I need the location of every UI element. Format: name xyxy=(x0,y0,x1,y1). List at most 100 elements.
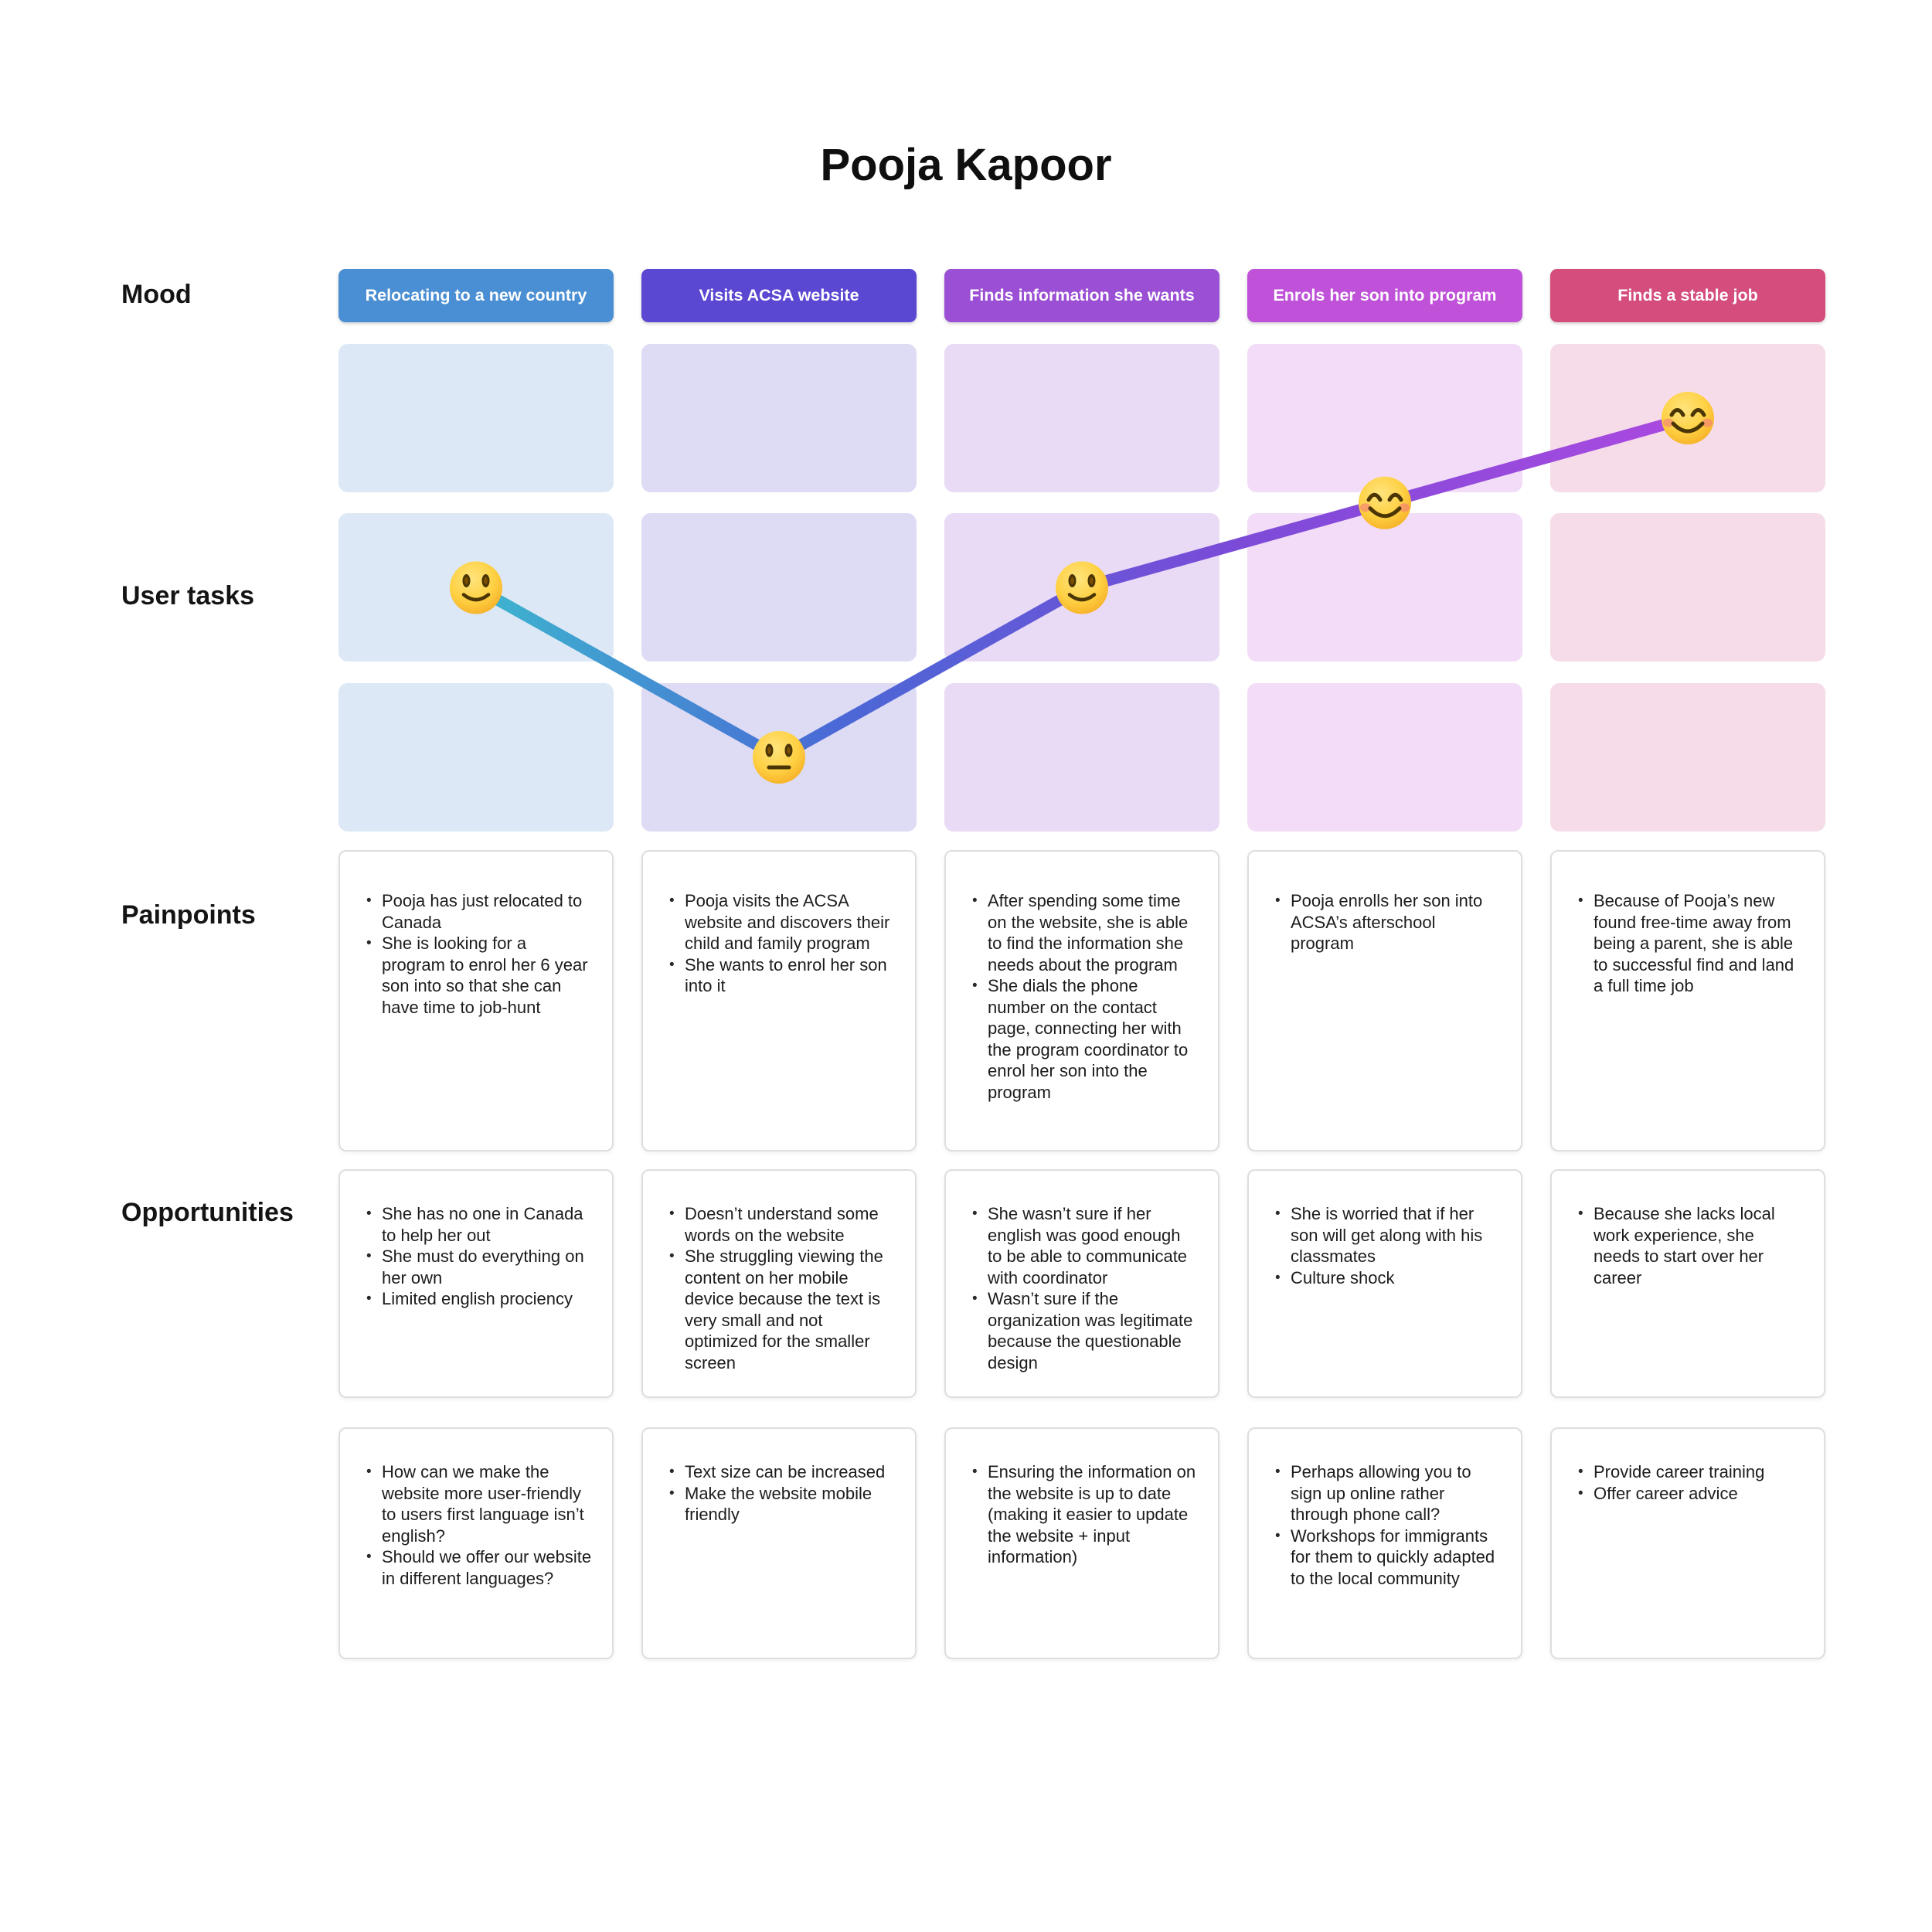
bullet-dot: • xyxy=(972,1206,978,1222)
bullet-dot: • xyxy=(669,1485,675,1502)
journey-card: •After spending some time on the website… xyxy=(944,850,1219,1151)
bullet-dot: • xyxy=(1578,1206,1583,1222)
card-bullet: • Pooja visits the ACSA website and disco… xyxy=(669,890,895,954)
card-bullet: • Workshops for immigrants for them to qu… xyxy=(1275,1526,1501,1590)
card-bullet: • She is worried that if her son will get… xyxy=(1275,1203,1501,1267)
row-label-user-tasks: User tasks xyxy=(121,581,255,611)
mood-grid-cell xyxy=(641,683,917,832)
mood-grid-cell xyxy=(944,513,1219,662)
bullet-dot: • xyxy=(1275,893,1281,909)
bullet-text: Workshops for immigrants for them to qui… xyxy=(1291,1526,1495,1588)
bullet-dot: • xyxy=(669,1464,675,1480)
journey-card: •Provide career training • Offer career ad… xyxy=(1550,1427,1825,1659)
bullet-dot: • xyxy=(366,1206,372,1222)
bullet-dot: • xyxy=(366,893,372,909)
card-bullet: •She must do everything on her own xyxy=(366,1246,592,1288)
stage-header-pill: Finds a stable job xyxy=(1550,269,1825,322)
journey-card: • She is worried that if her son will get… xyxy=(1247,1169,1522,1398)
bullet-text: Pooja visits the ACSA website and discov… xyxy=(685,891,890,953)
card-bullet: •Provide career training xyxy=(1578,1461,1804,1483)
bullet-text: Wasn’t sure if the organization was legi… xyxy=(988,1289,1193,1372)
bullet-text: Text size can be increased xyxy=(685,1462,886,1481)
journey-card: •She wasn’t sure if her english was good… xyxy=(944,1169,1219,1398)
journey-card: • How can we make the website more user-f… xyxy=(338,1427,614,1659)
bullet-text: How can we make the website more user-fr… xyxy=(382,1462,584,1546)
bullet-text: She is worried that if her son will get … xyxy=(1291,1204,1483,1266)
bullet-text: Doesn’t understand some words on the web… xyxy=(685,1204,879,1245)
bullet-text: Provide career training xyxy=(1594,1462,1765,1481)
card-bullet: • Text size can be increased xyxy=(669,1461,895,1483)
bullet-dot: • xyxy=(1578,1485,1583,1502)
bullet-text: Pooja enrolls her son into ACSA’s afters… xyxy=(1291,891,1483,953)
mood-grid-cell xyxy=(1550,683,1825,832)
mood-grid-cell xyxy=(1550,513,1825,662)
bullet-text: She is looking for a program to enrol he… xyxy=(382,934,588,1017)
journey-card: •Because of Pooja’s new found free-time … xyxy=(1550,850,1825,1151)
mood-grid-cell xyxy=(1247,513,1522,662)
card-bullet: • Doesn’t understand some words on the we… xyxy=(669,1203,895,1246)
row-label-opportunities: Opportunities xyxy=(121,1198,294,1227)
mood-grid-cell xyxy=(338,513,614,662)
card-bullet: •She wants to enrol her son into it xyxy=(669,954,895,997)
card-bullet: • Make the website mobile friendly xyxy=(669,1483,895,1526)
mood-grid-cell xyxy=(641,344,917,492)
bullet-dot: • xyxy=(972,978,978,994)
card-bullet: •Because of Pooja’s new found free-time … xyxy=(1578,890,1804,997)
journey-card: • Text size can be increased • Make the web… xyxy=(641,1427,917,1659)
bullet-text: She struggling viewing the content on he… xyxy=(685,1247,883,1372)
card-bullet: •She wasn’t sure if her english was good… xyxy=(972,1203,1198,1288)
bullet-dot: • xyxy=(366,1549,372,1565)
bullet-text: Offer career advice xyxy=(1594,1483,1738,1503)
card-bullet: • Pooja enrolls her son into ACSA’s after… xyxy=(1275,890,1501,954)
bullet-text: Because of Pooja’s new found free-time a… xyxy=(1594,891,1794,995)
bullet-text: She wants to enrol her son into it xyxy=(685,954,887,996)
bullet-dot: • xyxy=(1275,1269,1281,1286)
card-bullet: •She dials the phone number on the conta… xyxy=(972,975,1198,1103)
row-label-mood: Mood xyxy=(121,280,192,309)
card-bullet: •Limited english prociency xyxy=(366,1288,592,1310)
bullet-dot: • xyxy=(669,1206,675,1222)
bullet-dot: • xyxy=(366,1464,372,1480)
bullet-dot: • xyxy=(1275,1206,1281,1222)
card-bullet: • Wasn’t sure if the organization was leg… xyxy=(972,1288,1198,1373)
card-bullet: •After spending some time on the website… xyxy=(972,890,1198,975)
bullet-dot: • xyxy=(669,1248,675,1264)
persona-name-title: Pooja Kapoor xyxy=(820,140,1112,190)
bullet-dot: • xyxy=(366,935,372,951)
stage-header-pill: Relocating to a new country xyxy=(338,269,614,322)
bullet-text: Because she lacks local work experience,… xyxy=(1594,1204,1775,1287)
bullet-dot: • xyxy=(1275,1464,1281,1480)
bullet-text: Should we offer our website in different… xyxy=(382,1547,592,1588)
card-bullet: •She has no one in Canada to help her ou… xyxy=(366,1203,592,1246)
stage-header-pill: Visits ACSA website xyxy=(641,269,917,322)
bullet-text: Limited english prociency xyxy=(382,1289,573,1308)
mood-grid-cell xyxy=(641,513,917,662)
bullet-dot: • xyxy=(1275,1527,1281,1544)
card-bullet: • Culture shock xyxy=(1275,1267,1501,1289)
card-bullet: • She is looking for a program to enrol h… xyxy=(366,933,592,1018)
row-label-painpoints: Painpoints xyxy=(121,900,256,930)
journey-card: • Pooja enrolls her son into ACSA’s after… xyxy=(1247,850,1522,1151)
bullet-dot: • xyxy=(669,893,675,909)
mood-grid-cell xyxy=(1247,683,1522,832)
card-bullet: • How can we make the website more user-f… xyxy=(366,1461,592,1546)
journey-card: • Because she lacks local work experience… xyxy=(1550,1169,1825,1398)
mood-grid-cell xyxy=(1247,344,1522,492)
mood-grid-cell xyxy=(338,683,614,832)
bullet-text: Ensuring the information on the website … xyxy=(988,1462,1196,1566)
stage-header-pill: Finds information she wants xyxy=(944,269,1219,322)
journey-card: •Ensuring the information on the website… xyxy=(944,1427,1219,1659)
journey-card: •Perhaps allowing you to sign up online … xyxy=(1247,1427,1522,1659)
bullet-text: Culture shock xyxy=(1291,1267,1395,1287)
mood-grid-cell xyxy=(944,683,1219,832)
card-bullet: • Because she lacks local work experience… xyxy=(1578,1203,1804,1288)
card-bullet: • Offer career advice xyxy=(1578,1483,1804,1505)
journey-card: • Pooja visits the ACSA website and disco… xyxy=(641,850,917,1151)
bullet-text: Pooja has just relocated to Canada xyxy=(382,891,583,932)
bullet-dot: • xyxy=(972,1291,978,1307)
journey-card: • Doesn’t understand some words on the we… xyxy=(641,1169,917,1398)
card-bullet: • Pooja has just relocated to Canada xyxy=(366,890,592,933)
bullet-text: Make the website mobile friendly xyxy=(685,1483,872,1525)
mood-grid-cell xyxy=(944,344,1219,492)
